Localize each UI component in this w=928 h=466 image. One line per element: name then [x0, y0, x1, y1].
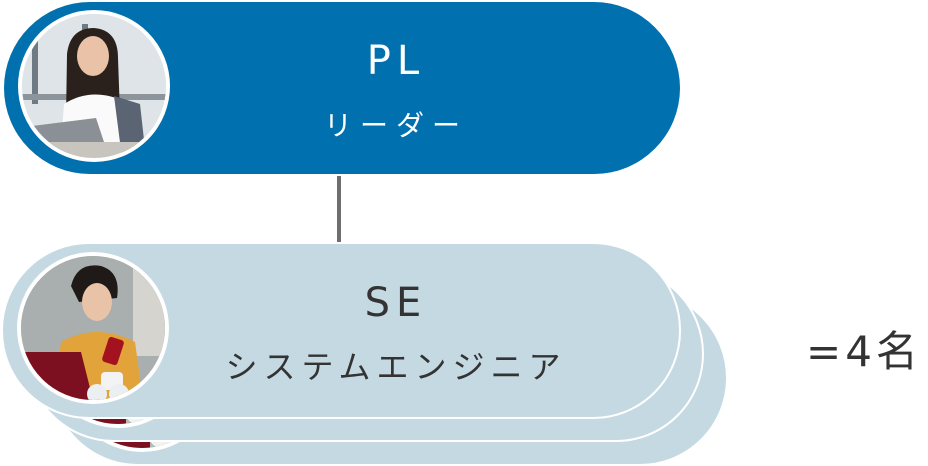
engineer-role-code: SE	[364, 280, 428, 326]
leader-role-name: リーダー	[323, 109, 468, 142]
leader-avatar	[18, 10, 170, 162]
engineer-role-name: システムエンジニア	[225, 348, 567, 386]
engineer-avatar	[17, 252, 169, 404]
person-photo-icon	[22, 14, 166, 158]
engineer-count-label: =4名	[806, 327, 922, 376]
hierarchy-connector-line	[337, 176, 341, 242]
person-photo-icon	[21, 256, 165, 400]
leader-role-code: PL	[366, 38, 426, 84]
